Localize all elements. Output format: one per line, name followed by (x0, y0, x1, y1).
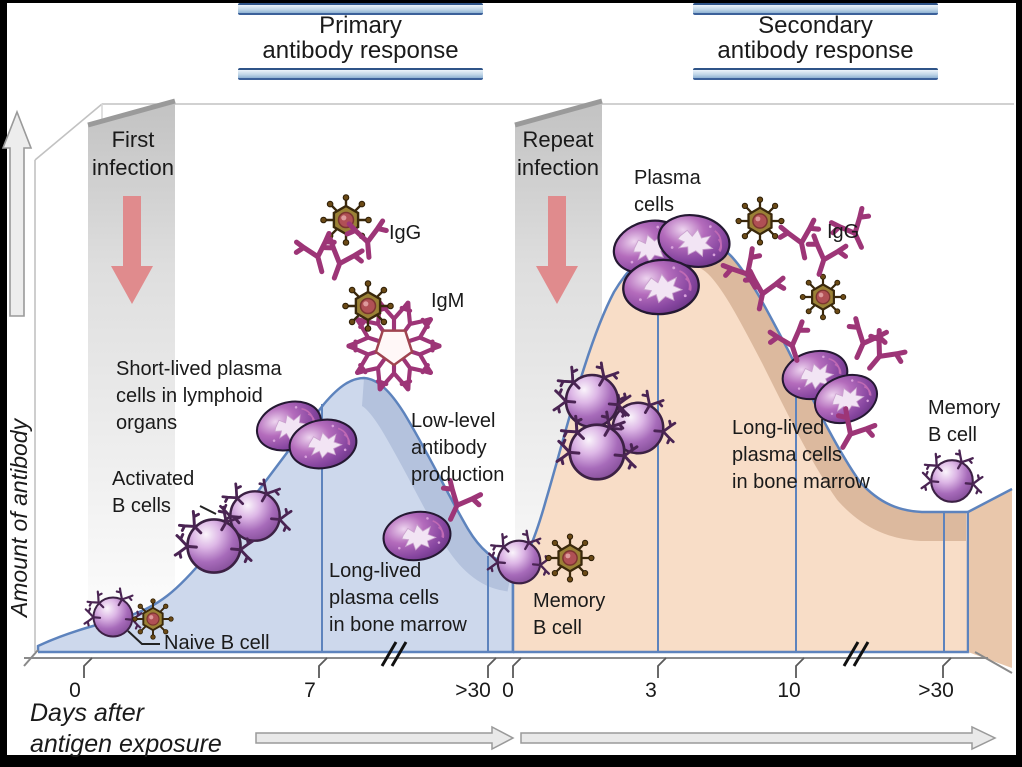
virus-icon (734, 195, 786, 247)
short-lived-plasma-label: Short-lived plasma cells in lymphoid org… (116, 358, 282, 434)
naive-b-cell-label: Naive B cell (164, 632, 270, 654)
memory-b-primary-label: Memory B cell (533, 590, 606, 639)
x-axis-base (23, 641, 1013, 678)
repeat-infection-label: Repeat infection (517, 127, 599, 180)
axis-tick-primary-0: 0 (69, 679, 81, 702)
igm-label: IgM (431, 290, 465, 312)
first-infection-label: First infection (92, 127, 174, 180)
virus-icon (544, 532, 596, 584)
activated-b-cells-label: Activated B cells (112, 468, 195, 517)
first-infection-panel (87, 98, 176, 652)
primary-title: Primary antibody response (262, 12, 459, 64)
igg-secondary-label: IgG (827, 221, 860, 243)
secondary-title-bar-top (693, 3, 938, 15)
memory-b-cell-icon (921, 450, 982, 502)
memory-b-secondary-label: Memory B cell (928, 397, 1001, 446)
virus-icon (341, 279, 395, 333)
axis-tick-primary-7: 7 (304, 679, 316, 702)
igg-primary-label: IgG (389, 222, 422, 244)
y-axis-label: Amount of antibody (6, 418, 32, 618)
axis-tick-primary-30: >30 (455, 679, 491, 702)
axis-tick-secondary-0: 0 (502, 679, 514, 702)
secondary-title-bar-bottom (693, 68, 938, 80)
primary-title-bar-top (238, 3, 483, 15)
x-axis-arrow-secondary (520, 725, 997, 751)
x-axis-label: Days after antigen exposure (30, 699, 222, 758)
x-axis-arrow-primary (255, 725, 515, 751)
axis-tick-secondary-30: >30 (918, 679, 954, 702)
axis-tick-marks (83, 657, 952, 678)
y-axis-arrow (1, 109, 33, 317)
igm-pentamer-icon (348, 301, 440, 390)
repeat-infection-arrow (536, 196, 578, 304)
axis-tick-secondary-3: 3 (645, 679, 657, 702)
low-level-label: Low-level antibody production (411, 410, 505, 486)
axis-break-marks (380, 641, 870, 667)
plasma-cells-label: Plasma cells (634, 167, 701, 216)
first-infection-arrow (111, 196, 153, 304)
secondary-title: Secondary antibody response (717, 12, 914, 64)
label-pointer-lines (127, 505, 217, 645)
secondary-curve-side-face (968, 489, 1012, 668)
antibody-icon (346, 221, 388, 259)
long-lived-secondary-label: Long-lived plasma cells in bone marrow (732, 417, 870, 493)
virus-icon (799, 273, 847, 321)
primary-title-bar-bottom (238, 68, 483, 80)
axis-tick-secondary-10: 10 (777, 679, 801, 702)
long-lived-primary-label: Long-lived plasma cells in bone marrow (329, 560, 467, 636)
